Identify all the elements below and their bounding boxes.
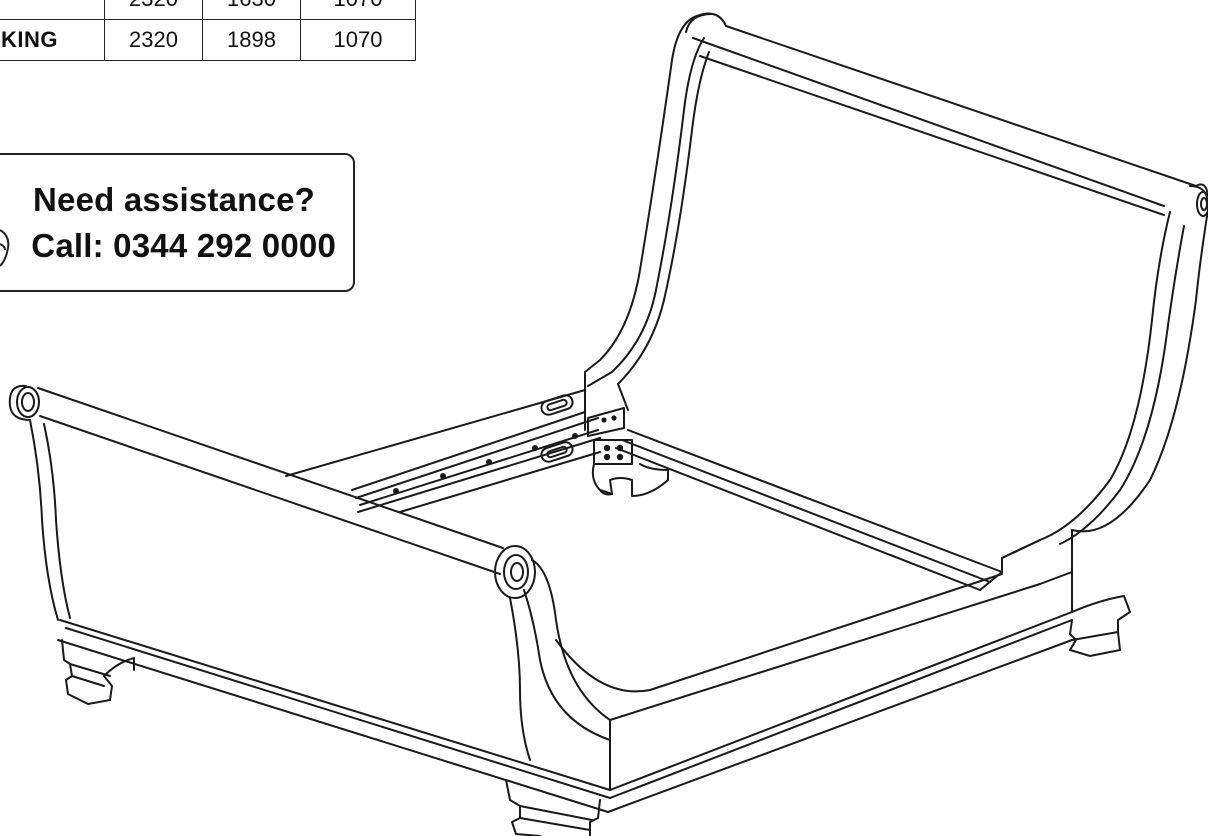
table-row: KING 2320 1898 1070: [0, 19, 416, 61]
bed-feet: [61, 619, 1121, 836]
dimensions-table: 2320 1630 1070 KING 2320 1898 1070: [0, 0, 416, 61]
width-cell: 1898: [202, 19, 301, 61]
length-cell: 2320: [104, 19, 203, 61]
table-row: 2320 1630 1070: [0, 0, 416, 20]
help-callout-title: Need assistance?: [32, 181, 315, 218]
size-cell: KING: [0, 19, 105, 61]
bed-frame-outline: [1001, 539, 1073, 585]
right-side-rail: [615, 429, 1003, 591]
help-callout: Need assistance? Call: 0344 292 0000: [0, 153, 355, 292]
headboard: [584, 12, 1208, 613]
footboard: [8, 384, 1131, 813]
rail-brackets: [540, 394, 669, 497]
left-side-rail: [285, 389, 601, 513]
height-cell: 1070: [300, 19, 416, 61]
phone-icon: [0, 229, 10, 267]
help-phone-number[interactable]: Call: 0344 292 0000: [31, 227, 336, 264]
